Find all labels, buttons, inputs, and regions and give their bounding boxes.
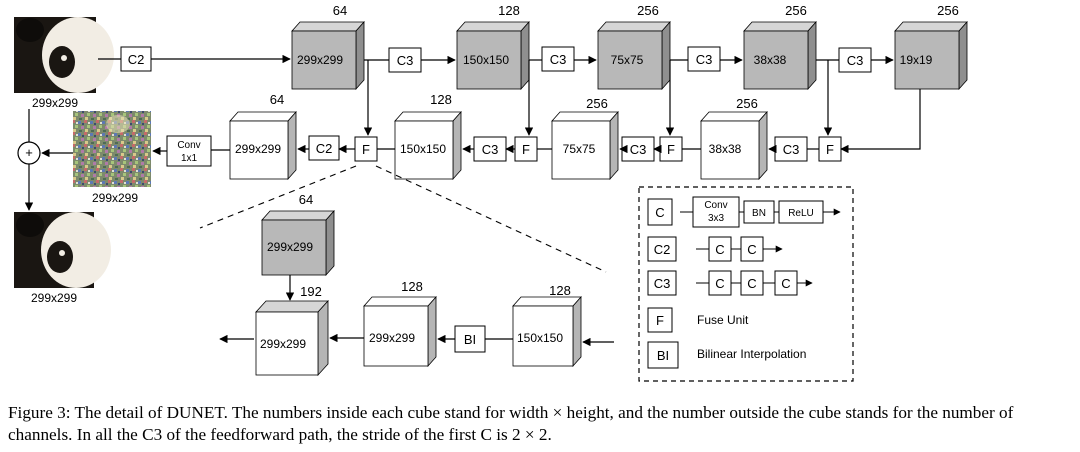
bi-box-label: BI (464, 332, 476, 347)
zoom-lines (199, 165, 607, 273)
encoder-cube-size: 150x150 (463, 53, 509, 67)
decoder-cube-channels: 256 (736, 96, 758, 111)
legend-c3-unit: C (747, 276, 756, 291)
op-box (473, 136, 507, 162)
encoder-cube-channels: 256 (937, 3, 959, 18)
op-box-label: C3 (397, 53, 414, 68)
legend-relu: ReLU (788, 208, 814, 219)
noise-image-label: 299x299 (92, 191, 138, 205)
encoder-cube-channels: 256 (785, 3, 807, 18)
op-box-label: C3 (482, 142, 499, 157)
dunet-diagram: 299x299 299x299 299x299 + 299x299 64 150… (14, 3, 968, 382)
legend-conv-line1: Conv (704, 200, 727, 211)
output-panda-image (14, 212, 111, 288)
encoder-cube-channels: 64 (333, 3, 347, 18)
op-box-label: C3 (847, 53, 864, 68)
fuse-output-cube-channels: 192 (300, 284, 322, 299)
fuse-unit-label: F (826, 142, 834, 157)
fuse-output-cube-size: 299x299 (260, 337, 306, 351)
decoder-cube (551, 110, 619, 181)
encoder-cube-channels: 128 (498, 3, 520, 18)
fuse-mid-cube-size: 299x299 (369, 331, 415, 345)
decoder-cube (394, 110, 462, 181)
encoder-cube (894, 20, 968, 91)
output-image-label: 299x299 (31, 291, 77, 305)
op-box (774, 136, 808, 162)
fuse-unit-label: F (667, 142, 675, 157)
legend-c3-key: C3 (654, 276, 671, 291)
encoder-cube-size: 299x299 (297, 53, 343, 67)
noise-image (73, 111, 151, 187)
op-box-label: C3 (696, 52, 713, 67)
op-box (621, 136, 655, 162)
decoder-cube-channels: 256 (586, 96, 608, 111)
decoder-cube (700, 110, 768, 181)
fuse-unit-label: F (522, 142, 530, 157)
fuse-mid-cube-channels: 128 (401, 279, 423, 294)
decoder-cube-size: 150x150 (400, 142, 446, 156)
conv1x1-line1: Conv (177, 140, 200, 151)
op-box-label: C3 (783, 142, 800, 157)
op-box (687, 46, 721, 72)
op-box-label: C3 (630, 142, 647, 157)
encoder-cube (597, 20, 671, 91)
legend-c2-key: C2 (654, 242, 671, 257)
decoder-cube (229, 110, 297, 181)
fuse-skip-cube-channels: 64 (299, 192, 313, 207)
fuse-input-cube (512, 295, 582, 368)
fuse-skip-cube (261, 209, 335, 277)
fuse-mid-cube (363, 295, 437, 368)
op-box-label: C3 (550, 52, 567, 67)
legend-f-key: F (656, 313, 664, 328)
op-box (120, 46, 152, 72)
fuse-input-cube-channels: 128 (549, 283, 571, 298)
op-box-label: C2 (128, 52, 145, 67)
encoder-cube-size: 75x75 (611, 53, 644, 67)
legend-c3-unit: C (715, 276, 724, 291)
legend-bi-key: BI (657, 348, 669, 363)
figure-caption: Figure 3: The detail of DUNET. The numbe… (8, 403, 1014, 444)
decoder-cube-size: 75x75 (563, 142, 596, 156)
legend (638, 186, 854, 382)
legend-c-key: C (655, 205, 664, 220)
legend-c3-unit: C (781, 276, 790, 291)
encoder-cube-size: 38x38 (754, 53, 787, 67)
legend-bn: BN (752, 208, 766, 219)
fuse-skip-cube-size: 299x299 (267, 240, 313, 254)
legend-bi-desc: Bilinear Interpolation (697, 347, 806, 361)
fuse-input-cube-size: 150x150 (517, 331, 563, 345)
add-symbol: + (25, 145, 33, 160)
legend-f-desc: Fuse Unit (697, 313, 749, 327)
connectors (24, 54, 921, 347)
decoder-cube-channels: 64 (270, 92, 284, 107)
fuse-unit-label: F (362, 142, 370, 157)
decoder-cube-size: 38x38 (709, 142, 742, 156)
input-panda-image (14, 17, 114, 93)
encoder-cube-size: 19x19 (900, 53, 933, 67)
encoder-cube-channels: 256 (637, 3, 659, 18)
decoder-cube-size: 299x299 (235, 142, 281, 156)
encoder-cube (743, 20, 817, 91)
input-image-label: 299x299 (32, 96, 78, 110)
conv1x1-line2: 1x1 (181, 153, 198, 164)
op-box-label: C2 (316, 141, 333, 156)
legend-conv-line2: 3x3 (708, 213, 725, 224)
encoder-cube (456, 20, 530, 91)
legend-c2-unit: C (715, 242, 724, 257)
decoder-cube-channels: 128 (430, 92, 452, 107)
legend-c2-unit: C (747, 242, 756, 257)
op-box (308, 135, 340, 161)
fuse-output-cube (255, 299, 329, 377)
encoder-cube (291, 20, 365, 91)
op-box (541, 46, 575, 72)
